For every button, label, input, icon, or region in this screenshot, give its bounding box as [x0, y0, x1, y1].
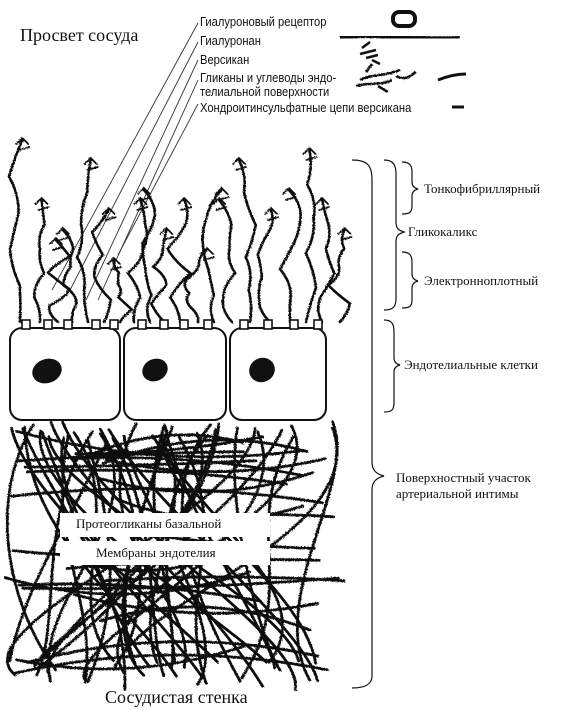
thin-fibrillar-label: Тонкофибриллярный — [424, 181, 540, 197]
lumen-label: Просвет сосуда — [20, 25, 138, 46]
hyaluronic-receptor-icon — [393, 12, 415, 26]
glycans-icon — [356, 64, 466, 92]
hyaluronic-receptor-box — [44, 320, 52, 329]
hyaluronic-receptor-box — [290, 320, 298, 329]
glycocalyx-fiber — [258, 210, 273, 322]
glycocalyx-fiber — [219, 200, 235, 322]
hyaluronic-receptor-box — [138, 320, 146, 329]
versican-icon — [360, 42, 380, 64]
proteoglycans-label-line2: Мембраны эндотелия — [96, 545, 216, 561]
hyaluronic-receptor-box — [22, 320, 30, 329]
endothelial-cell — [10, 328, 120, 420]
glycocalyx-fiber — [48, 240, 70, 322]
surface-intima-label-line2: артериальной интимы — [396, 486, 518, 502]
hyaluronic-receptor-box — [160, 320, 168, 329]
legend-chondroitin: Хондроитинсульфатные цепи версикана — [200, 100, 411, 115]
legend-hyaluronan: Гиалуронан — [200, 33, 261, 48]
hyaluronic-receptor-box — [110, 320, 118, 329]
glycocalyx-fiber — [34, 200, 44, 322]
legend-glycans-line2: телиальной поверхности — [200, 84, 329, 99]
hyaluronic-receptor-box — [64, 320, 72, 329]
proteoglycan-strand — [297, 428, 336, 680]
hyaluronan-icon — [340, 36, 460, 38]
legend-glycans-line1: Гликаны и углеводы эндо- — [200, 70, 336, 85]
glycocalyx-label: Гликокаликс — [408, 224, 477, 240]
glycocalyx-fiber — [151, 230, 166, 322]
vessel-wall-label: Сосудистая стенка — [105, 687, 248, 708]
hyaluronic-receptor-box — [204, 320, 212, 329]
brace-endothelial-cells — [384, 320, 400, 412]
glycocalyx-fiber — [63, 230, 77, 322]
endothelial-cell — [124, 328, 226, 420]
glycocalyx-fibers — [9, 138, 352, 322]
brace-surface-intima — [352, 160, 384, 688]
endothelial-cells-label: Эндотелиальные клетки — [404, 357, 538, 373]
brace-electron-dense — [402, 252, 418, 308]
glycocalyx-fiber — [9, 140, 22, 322]
electron-dense-label: Электронноплотный — [424, 273, 538, 289]
glycocalyx-fiber — [280, 190, 301, 322]
glycocalyx-fiber — [114, 260, 132, 322]
brace-thin-fibrillar — [402, 162, 418, 214]
endothelial-cell — [230, 328, 326, 420]
glycocalyx-fiber — [318, 200, 334, 322]
legend-versican: Версикан — [200, 52, 249, 67]
brace-glycocalyx — [384, 160, 404, 310]
glycocalyx-fiber — [239, 160, 256, 322]
legend-hyaluronic-receptor: Гиалуроновый рецептор — [200, 14, 326, 29]
surface-intima-label-line1: Поверхностный участок — [396, 470, 531, 486]
hyaluronic-receptor-box — [92, 320, 100, 329]
hyaluronic-receptor-box — [264, 320, 272, 329]
hyaluronic-receptor-box — [180, 320, 188, 329]
glycocalyx-fiber — [306, 150, 316, 322]
legend-icons — [340, 12, 466, 107]
hyaluronic-receptor-box — [314, 320, 322, 329]
leader-lines — [52, 23, 198, 300]
proteoglycans-label-line1: Протеогликаны базальной — [76, 516, 221, 532]
endothelial-cells — [10, 328, 326, 420]
hyaluronic-receptor-box — [240, 320, 248, 329]
